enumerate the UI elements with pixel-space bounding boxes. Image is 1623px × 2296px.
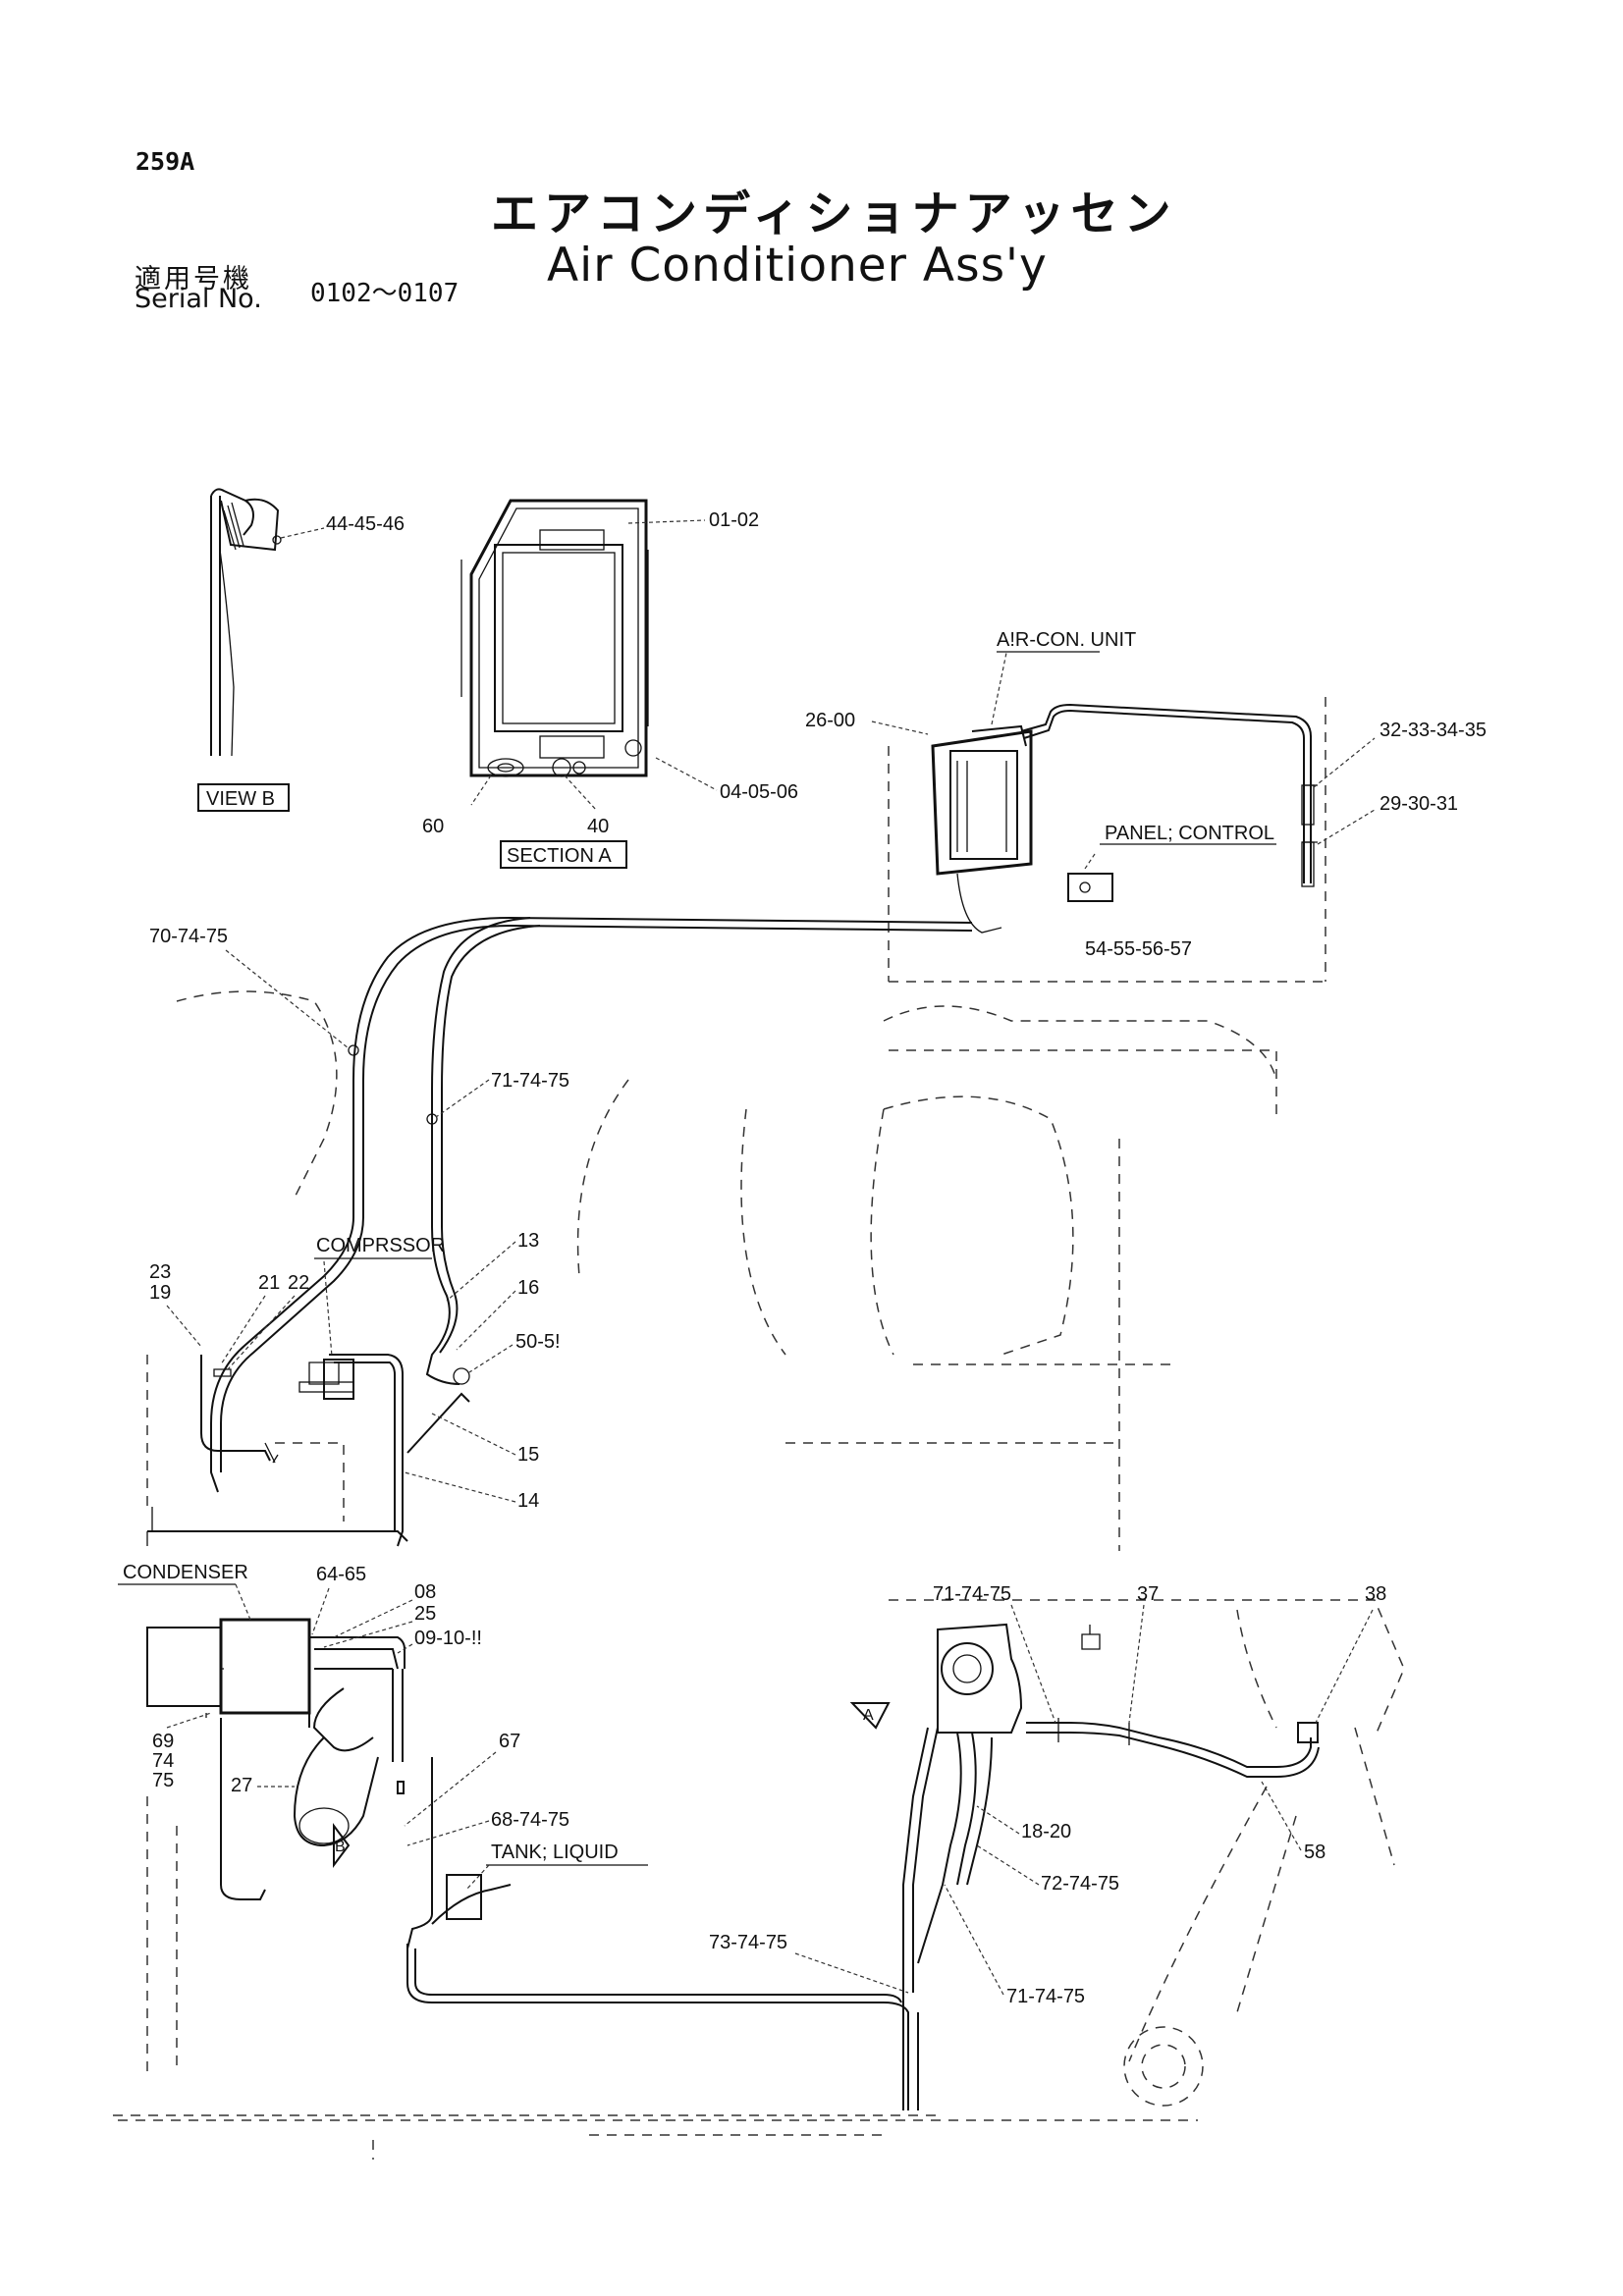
- title-japanese: エアコンディショナアッセン: [491, 187, 1177, 241]
- serial-label-english: Serial No.: [135, 284, 262, 314]
- callout-29-30-31: 29-30-31: [1380, 793, 1458, 815]
- lower-callouts: CONDENSER 64-65 08 25 09-10-!! 69 74 75 …: [118, 1562, 1386, 2007]
- callout-73-74-75: 73-74-75: [709, 1932, 787, 1953]
- marker-a: A: [863, 1707, 874, 1724]
- callout-50-51: 50-5!: [515, 1331, 561, 1353]
- callout-04-05-06: 04-05-06: [720, 781, 798, 803]
- section-a-label: SECTION A: [507, 845, 612, 867]
- callout-64-65: 64-65: [316, 1564, 366, 1585]
- hose-routing-upper: [146, 916, 973, 1547]
- hose-routing-lower: [406, 1623, 1320, 2110]
- machine-outline: [113, 990, 1405, 2160]
- callout-01-02: 01-02: [709, 509, 759, 531]
- callout-67: 67: [499, 1731, 520, 1752]
- callout-19: 19: [149, 1282, 171, 1304]
- callout-75: 75: [152, 1770, 174, 1791]
- callout-14: 14: [517, 1490, 539, 1512]
- callout-68-74-75: 68-74-75: [491, 1809, 569, 1831]
- callout-08: 08: [414, 1581, 436, 1603]
- callout-23: 23: [149, 1261, 171, 1283]
- callout-69: 69: [152, 1731, 174, 1752]
- component-aircon-unit: A!R-CON. UNIT: [997, 629, 1136, 651]
- callout-58: 58: [1304, 1842, 1325, 1863]
- callout-72-74-75: 72-74-75: [1041, 1873, 1119, 1895]
- callout-71-74-75-bottom: 71-74-75: [1006, 1986, 1085, 2007]
- callout-18-20: 18-20: [1021, 1821, 1071, 1842]
- upper-callouts: 70-74-75 71-74-75 COMPRSSOR 13 16 50-5! …: [149, 926, 569, 1512]
- serial-label-japanese: 適用号機: [135, 264, 252, 294]
- callout-70-74-75: 70-74-75: [149, 926, 228, 947]
- marker-b: B: [335, 1839, 346, 1855]
- view-b-label: VIEW B: [206, 788, 275, 810]
- callout-16: 16: [517, 1277, 539, 1299]
- component-panel-control: PANEL; CONTROL: [1105, 823, 1274, 844]
- callout-25: 25: [414, 1603, 436, 1625]
- aircon-unit-area: A!R-CON. UNIT 26-00 32-33-34-35 29-30-31…: [805, 629, 1487, 983]
- callout-21: 21: [258, 1272, 280, 1294]
- callout-71-74-75-right: 71-74-75: [933, 1583, 1011, 1605]
- callout-09-10-11: 09-10-!!: [414, 1628, 482, 1649]
- callout-71-74-75-top: 71-74-75: [491, 1070, 569, 1092]
- title-english: Air Conditioner Ass'y: [547, 239, 1048, 293]
- section-a-box: [500, 840, 627, 869]
- callout-13: 13: [517, 1230, 539, 1252]
- callout-60: 60: [422, 816, 444, 837]
- view-b-box: [197, 783, 290, 812]
- component-condenser: CONDENSER: [123, 1562, 248, 1583]
- callout-22: 22: [288, 1272, 309, 1294]
- component-tank-liquid: TANK; LIQUID: [491, 1842, 619, 1863]
- callout-32-33-34-35: 32-33-34-35: [1380, 720, 1487, 741]
- serial-range: 0102～0107: [310, 279, 460, 308]
- callout-40: 40: [587, 816, 609, 837]
- callout-74: 74: [152, 1750, 174, 1772]
- callout-38: 38: [1365, 1583, 1386, 1605]
- callout-27: 27: [231, 1775, 252, 1796]
- callout-54-55-56-57: 54-55-56-57: [1085, 938, 1192, 960]
- callout-44-45-46: 44-45-46: [326, 513, 405, 535]
- view-b-detail: 44-45-46 VIEW B: [197, 488, 405, 812]
- callout-15: 15: [517, 1444, 539, 1466]
- callout-37: 37: [1137, 1583, 1159, 1605]
- page-number: 259A: [135, 147, 195, 176]
- condenser-area: [146, 1618, 433, 1949]
- view-markers: A B: [333, 1702, 891, 1868]
- callout-26-00: 26-00: [805, 710, 855, 731]
- section-a-detail: 01-02 04-05-06 60 40 SECTION A: [422, 499, 798, 869]
- component-compressor: COMPRSSOR: [316, 1235, 445, 1256]
